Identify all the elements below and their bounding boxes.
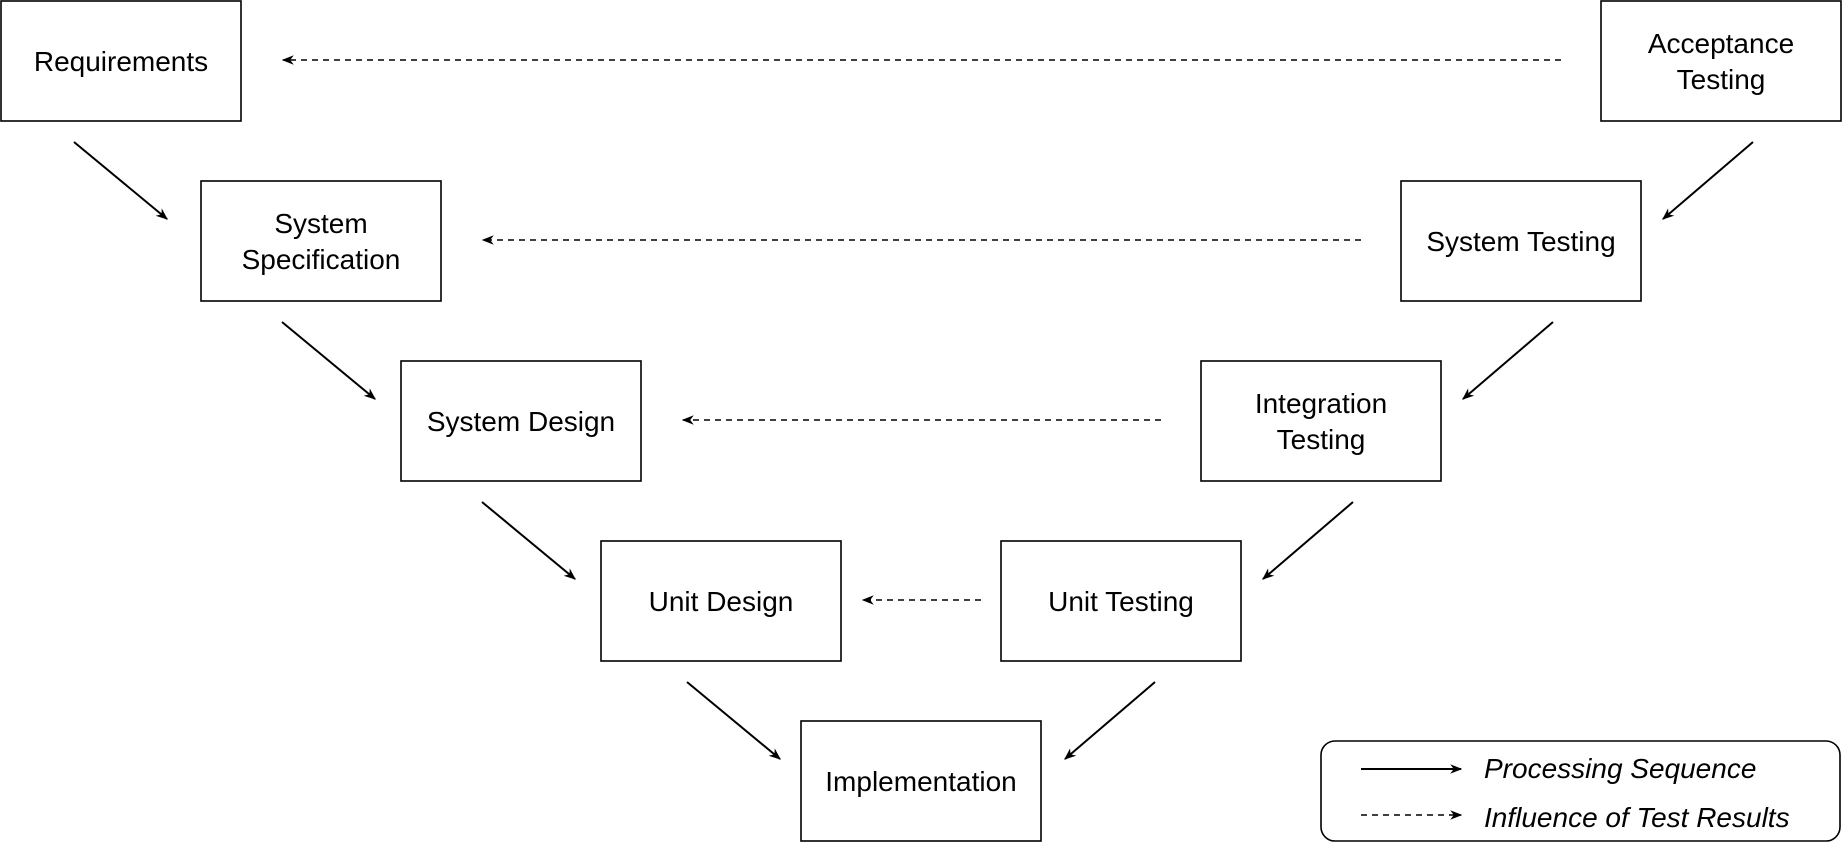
stage-label: System Testing xyxy=(1426,226,1615,257)
stage-label-line-2: Testing xyxy=(1677,64,1766,95)
arrow-system-design-to-unit-design xyxy=(481,501,576,580)
stage-label: Requirements xyxy=(34,46,208,77)
arrow-unit-design-to-implementation xyxy=(686,681,781,760)
stage-implementation: Implementation xyxy=(800,720,1042,842)
arrow-requirements-to-specification xyxy=(73,141,168,220)
arrow-unit-testing-to-implementation xyxy=(1064,681,1156,760)
stage-label: Unit Testing xyxy=(1048,586,1194,617)
arrow-specification-to-system-design xyxy=(281,321,376,400)
stage-label-line-1: Acceptance xyxy=(1648,28,1794,59)
stage-label: Implementation xyxy=(825,766,1016,797)
arrow-integration-to-unit-testing xyxy=(1262,501,1354,580)
stage-system-testing: System Testing xyxy=(1400,180,1642,302)
stage-integration-testing: Integration Testing xyxy=(1200,360,1442,482)
legend-influence-of-test-results: Influence of Test Results xyxy=(1484,802,1790,833)
stage-label-line-1: Integration xyxy=(1255,388,1387,419)
stage-label-line-2: Specification xyxy=(242,244,401,275)
stage-unit-testing: Unit Testing xyxy=(1000,540,1242,662)
legend-processing-sequence: Processing Sequence xyxy=(1484,753,1756,784)
stage-system-design: System Design xyxy=(400,360,642,482)
stage-label: System Design xyxy=(427,406,615,437)
stage-requirements: Requirements xyxy=(0,0,242,122)
influence-arrows xyxy=(281,55,1561,605)
stage-label-line-2: Testing xyxy=(1277,424,1366,455)
stage-unit-design: Unit Design xyxy=(600,540,842,662)
stage-acceptance-testing: Acceptance Testing xyxy=(1600,0,1842,122)
stage-system-specification: System Specification xyxy=(200,180,442,302)
legend: Processing Sequence Influence of Test Re… xyxy=(1320,740,1841,842)
arrow-system-testing-to-integration xyxy=(1462,321,1554,400)
processing-arrows-left xyxy=(73,141,781,760)
stage-label: Unit Design xyxy=(649,586,794,617)
stage-label-line-1: System xyxy=(274,208,367,239)
processing-arrows-right xyxy=(1064,141,1754,760)
arrow-acceptance-to-system-testing xyxy=(1662,141,1754,220)
